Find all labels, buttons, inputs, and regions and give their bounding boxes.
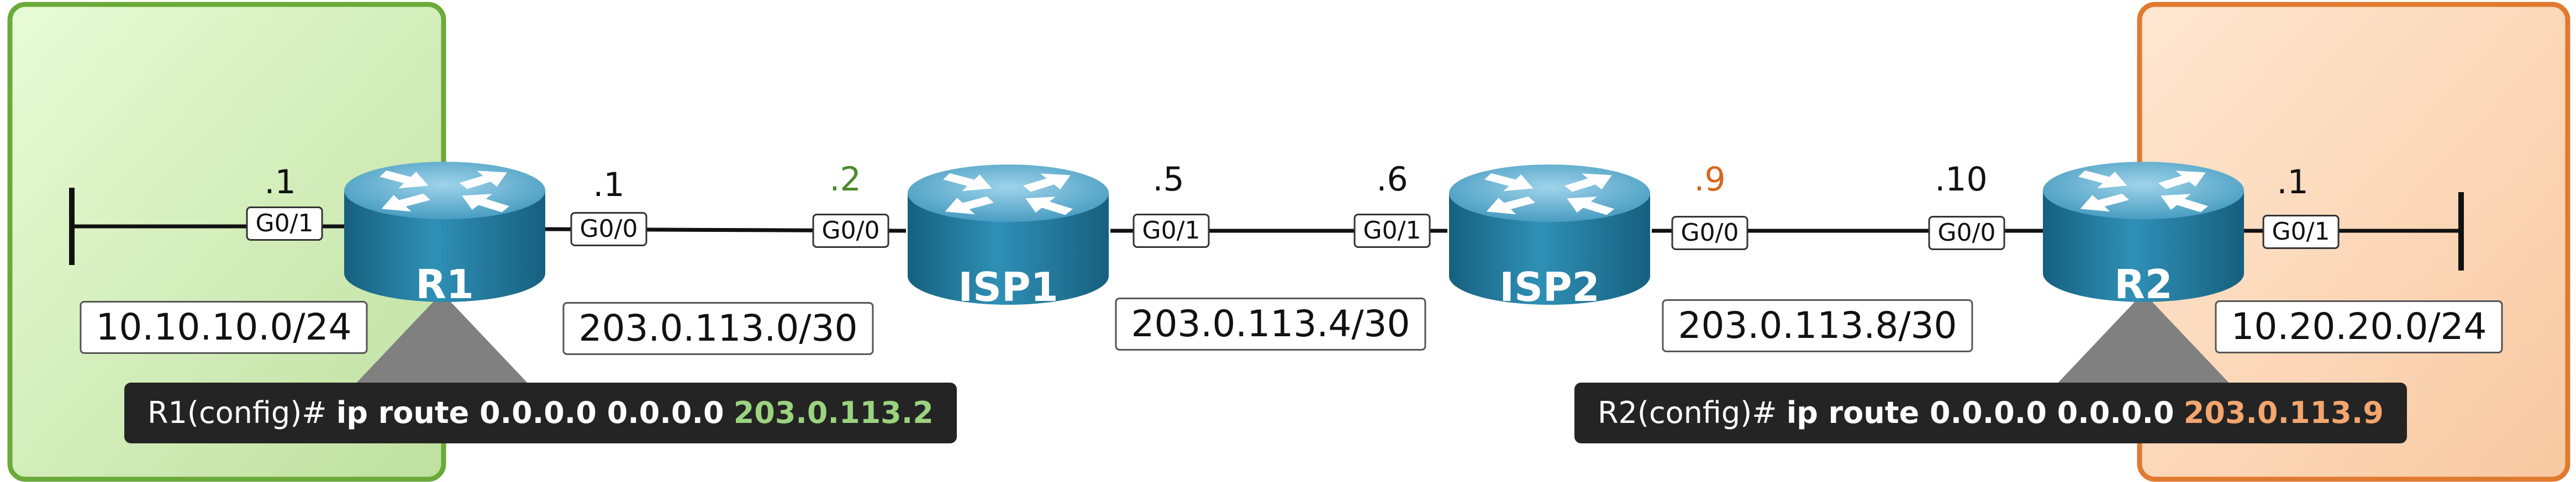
r2-g00-ip: .10: [1935, 160, 1988, 199]
router-isp2-label: ISP2: [1499, 264, 1600, 310]
r2-cmd-prompt: R2(config)#: [1598, 395, 1777, 430]
r1-cmd-next-hop: 203.0.113.2: [733, 395, 934, 430]
isp1-g01-ip: .5: [1152, 160, 1184, 199]
isp2-g00-ip: .9: [1694, 160, 1726, 199]
r1-static-route-command: R1(config)# ip route 0.0.0.0 0.0.0.0 203…: [124, 383, 957, 443]
router-isp1-label: ISP1: [958, 264, 1058, 310]
r2-g01-ip: .1: [2277, 163, 2309, 202]
router-r1-label: R1: [415, 261, 474, 308]
r1-g01-ip: .1: [264, 163, 296, 202]
isp1-g00-ip: .2: [829, 160, 861, 199]
r2-static-route-command: R2(config)# ip route 0.0.0.0 0.0.0.0 203…: [1574, 383, 2407, 443]
r1-g00-ip: .1: [593, 166, 625, 204]
r2-g01-port: G0/1: [2262, 215, 2340, 249]
isp1-g01-port: G0/1: [1132, 214, 1210, 248]
link2-subnet: 203.0.113.4/30: [1115, 298, 1426, 351]
isp1-g00-port: G0/0: [812, 214, 889, 248]
r2-cmd-next-hop: 203.0.113.9: [2183, 395, 2384, 430]
r1-g00-port: G0/0: [570, 212, 647, 246]
link3-subnet: 203.0.113.8/30: [1662, 299, 1973, 352]
isp2-g01-port: G0/1: [1353, 214, 1431, 248]
r1-g01-port: G0/1: [246, 206, 323, 241]
r2-cmd-keywords: ip route 0.0.0.0 0.0.0.0: [1786, 395, 2174, 430]
r2-console-beam: [2044, 293, 2243, 398]
r1-cmd-prompt: R1(config)#: [147, 395, 327, 430]
r1-cmd-keywords: ip route 0.0.0.0 0.0.0.0: [336, 395, 724, 430]
router-r2-label: R2: [2114, 261, 2173, 308]
r2-g00-port: G0/0: [1928, 216, 2005, 250]
lan2-subnet: 10.20.20.0/24: [2215, 300, 2503, 353]
isp2-g00-port: G0/0: [1671, 216, 1748, 250]
lan1-subnet: 10.10.10.0/24: [80, 301, 368, 354]
r1-console-beam: [343, 293, 541, 398]
isp2-g01-ip: .6: [1376, 160, 1408, 199]
link1-subnet: 203.0.113.0/30: [562, 302, 874, 355]
